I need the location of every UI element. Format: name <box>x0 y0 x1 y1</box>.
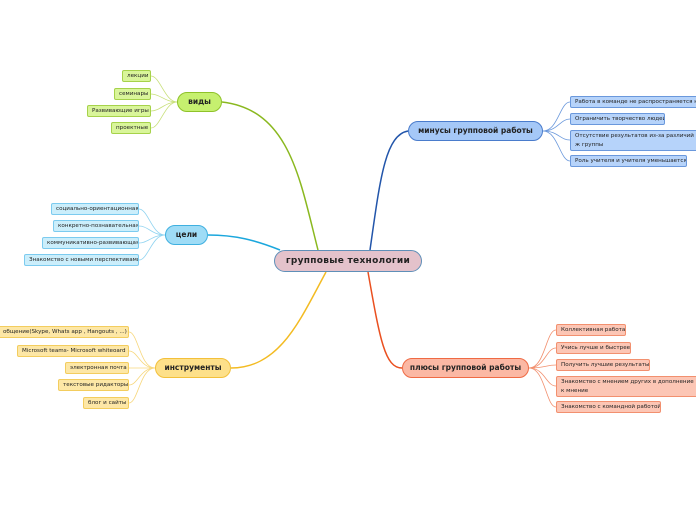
topic-celi[interactable]: цели <box>165 225 208 245</box>
connector-celi <box>207 234 281 251</box>
subtopic-plusy-others-opinion[interactable]: Знакомство с мнением других в дополнение… <box>556 376 696 397</box>
connector-vidy-leaf <box>150 101 178 129</box>
connector-vidy-leaf <box>150 93 178 103</box>
connector-minusy <box>369 130 409 251</box>
connector-instrumenty-leaf <box>128 367 156 386</box>
subtopic-plusy-team-work[interactable]: Знакомство с командной работой <box>556 401 661 413</box>
topic-plusy[interactable]: плюсы групповой работы <box>402 358 529 378</box>
connector-vidy <box>221 101 319 251</box>
connector-vidy-leaf <box>150 75 178 103</box>
subtopic-vidy-games[interactable]: Развивающие игры <box>87 105 151 117</box>
connector-instrumenty <box>230 271 327 369</box>
connector-celi-leaf <box>138 234 166 261</box>
connector-minusy-leaf <box>542 130 571 162</box>
subtopic-minusy-creativity[interactable]: Ограничить творчество людей <box>570 113 665 125</box>
central-topic[interactable]: групповые технологии <box>274 250 422 272</box>
subtopic-plusy-collective[interactable]: Коллективная работа <box>556 324 626 336</box>
connector-plusy-leaf <box>528 364 557 369</box>
connector-celi-leaf <box>138 208 166 236</box>
subtopic-minusy-teacher-role[interactable]: Роль учителя и учителя уменьшается <box>570 155 687 167</box>
subtopic-minusy-no-results[interactable]: Отсутствие результатов из-за различий ж … <box>570 130 696 151</box>
connector-plusy-leaf <box>528 367 557 408</box>
subtopic-vidy-seminars[interactable]: семинары <box>114 88 151 100</box>
subtopic-plusy-learn-faster[interactable]: Учись лучше и быстрее <box>556 342 631 354</box>
topic-instrumenty[interactable]: инструменты <box>155 358 231 378</box>
connector-minusy-leaf <box>542 101 571 132</box>
subtopic-vidy-projects[interactable]: проектные <box>111 122 151 134</box>
subtopic-instrumenty-teams[interactable]: Microsoft teams- Microsoft whiteoard <box>17 345 129 357</box>
connector-minusy-leaf <box>542 130 571 141</box>
topic-minusy[interactable]: минусы групповой работы <box>408 121 543 141</box>
subtopic-celi-perspectives[interactable]: Знакомство с новыми перспективами <box>24 254 139 266</box>
subtopic-instrumenty-blogs[interactable]: блог и сайты <box>83 397 129 409</box>
subtopic-celi-cognitive[interactable]: конкретно-познавательная <box>53 220 139 232</box>
topic-vidy[interactable]: виды <box>177 92 222 112</box>
subtopic-celi-social[interactable]: социально-ориентационная <box>51 203 139 215</box>
subtopic-vidy-lectures[interactable]: лекции <box>122 70 151 82</box>
subtopic-instrumenty-editors[interactable]: текстовые ридакторы <box>58 379 129 391</box>
connector-celi-leaf <box>138 225 166 236</box>
connector-plusy <box>367 271 403 369</box>
connector-instrumenty-leaf <box>128 367 156 404</box>
connector-minusy-leaf <box>542 118 571 132</box>
subtopic-plusy-better-results[interactable]: Получить лучшие результаты <box>556 359 650 371</box>
subtopic-celi-communicative[interactable]: коммуникативно-развивающая <box>42 237 139 249</box>
subtopic-instrumenty-communication[interactable]: общение(Skype, Whats app , Hangouts , ..… <box>0 326 129 338</box>
connector-instrumenty-leaf <box>128 350 156 369</box>
connector-plusy-leaf <box>528 329 557 369</box>
connector-instrumenty-leaf <box>128 331 156 369</box>
subtopic-minusy-teamwork[interactable]: Работа в команде не распространяется на <box>570 96 696 108</box>
connector-plusy-leaf <box>528 347 557 369</box>
connector-plusy-leaf <box>528 367 557 387</box>
subtopic-instrumenty-email[interactable]: электронная почта <box>65 362 129 374</box>
